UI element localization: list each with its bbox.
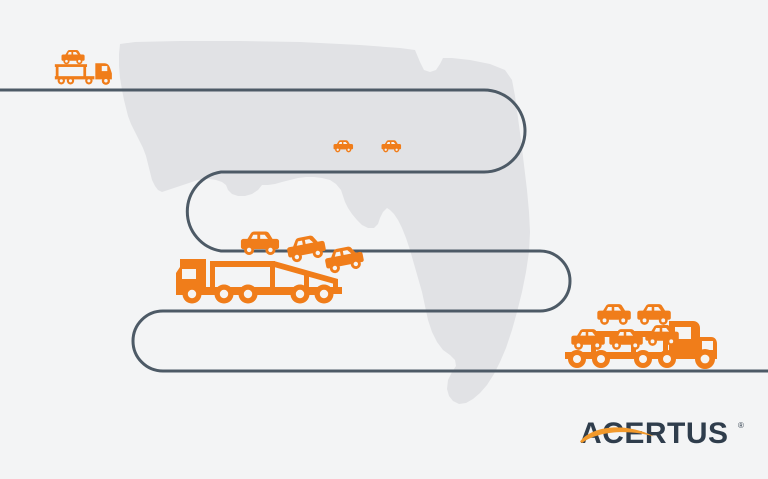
vehicle-car-icon-b [381,140,402,153]
florida-map-shape [119,41,530,404]
acertus-logo-svg: ACERTUS ® [580,417,744,450]
route-path [0,88,768,373]
vehicle-small-car-carrier-left [54,50,112,85]
vehicle-large-car-carrier-right [565,304,717,369]
acertus-trademark: ® [738,421,744,430]
vehicle-large-car-carrier-center [176,231,366,304]
acertus-logo[interactable]: ACERTUS ® [580,416,748,450]
acertus-swoosh [580,427,654,443]
vehicle-car-icon-a [333,140,354,153]
